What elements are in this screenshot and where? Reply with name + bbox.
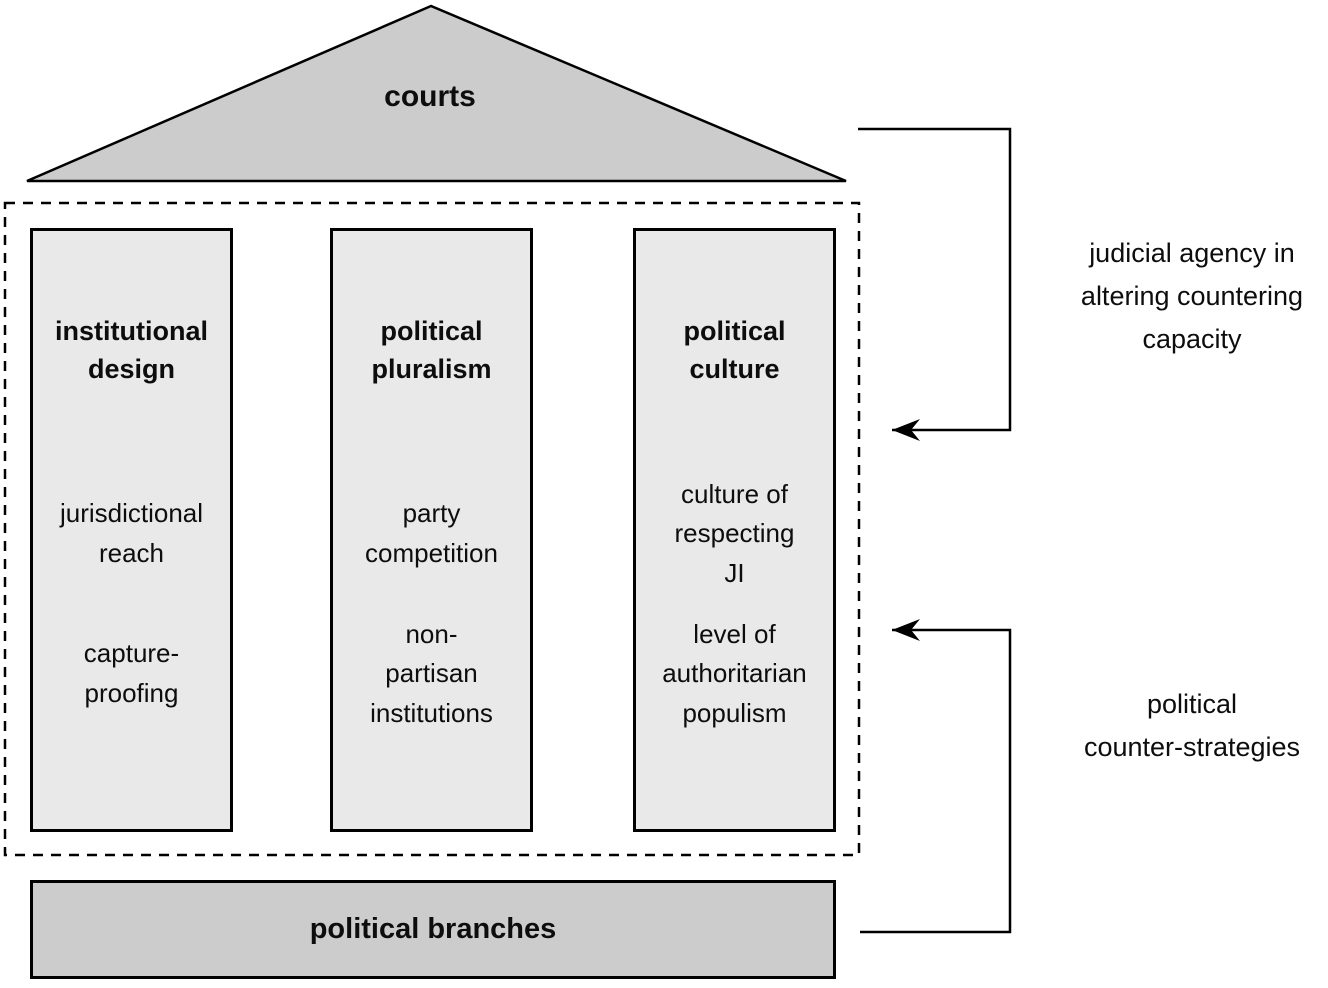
annotation-political-counter-strategies: political counter-strategies — [1083, 689, 1301, 763]
roof-label: courts — [384, 80, 476, 113]
judicial-agency-arrow — [858, 127, 1012, 441]
base-label: political branches — [309, 913, 557, 945]
roof-triangle — [26, 4, 847, 183]
pillar-title: institutional design — [55, 315, 208, 384]
pillar-item: culture of respecting JI — [674, 478, 795, 588]
pillar-title: political pluralism — [371, 315, 492, 384]
annotation-judicial-agency: judicial agency in altering countering c… — [1080, 238, 1304, 355]
pillar-item: capture- proofing — [83, 638, 180, 708]
pillar-item: non- partisan institutions — [370, 618, 493, 728]
pillar-political-culture: political culture culture of respecting … — [633, 228, 836, 832]
pillar-institutional-design: institutional design jurisdictional reac… — [30, 228, 233, 832]
pillar-title: political culture — [683, 315, 786, 384]
pillar-item: party competition — [365, 498, 498, 568]
counter-strategies-arrow — [860, 619, 1012, 934]
pillars-dashed-frame — [3, 201, 861, 857]
pillar-political-pluralism: political pluralism party competition no… — [330, 228, 533, 832]
pillar-item: level of authoritarian populism — [662, 618, 807, 728]
pillar-item: jurisdictional reach — [59, 498, 204, 568]
political-branches-bar: political branches — [30, 880, 836, 979]
